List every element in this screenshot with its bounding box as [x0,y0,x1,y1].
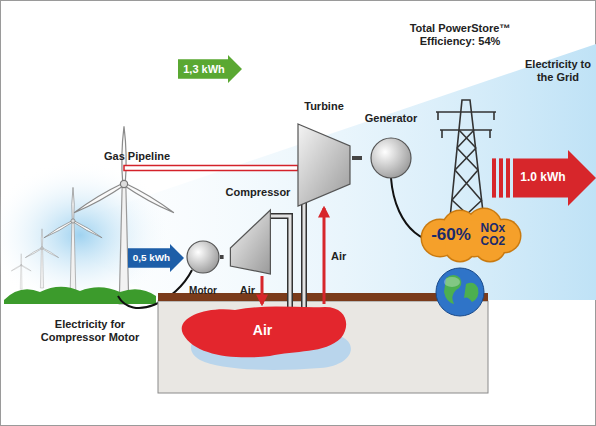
node-shape [296,100,352,208]
pipeline-label: Gas Pipeline [104,150,194,163]
motor-shape [187,241,219,273]
cavern-shape [182,307,346,358]
motor: Motor [186,240,220,296]
flow-label: Air [240,284,255,297]
turbine: Turbine [296,100,352,208]
generator-shape [371,138,411,178]
drive-shaft [220,255,224,259]
node-label: Air [253,323,272,338]
sky-glow [0,160,175,310]
arrow-shape [128,244,184,272]
globe [436,268,484,316]
arrow-stripe [506,158,510,197]
energy-arrow: 1,3 kWh [178,55,242,83]
generator: Generator [362,112,420,182]
source-label: Electricity for Compressor Motor [38,318,142,343]
efficiency-title: Total PowerStore™ Efficiency: 54% [404,22,516,47]
node-sublabel: NOx CO2 [477,222,509,248]
compressor-shape [230,210,270,274]
grid-label: Electricity to the Grid [522,58,594,83]
underground [158,301,488,393]
emission-cloud: -60% NOx CO2 [418,208,522,262]
grass [4,287,156,304]
air-flow-arrow [323,208,326,304]
node-label: -60% [431,226,471,245]
air-pipes [268,202,304,316]
node-label: Motor [189,285,217,296]
node-label: 0,5 kWh [133,253,170,264]
turbine-shape [298,124,350,206]
drive-shaft [352,156,362,160]
air-flow-arrow [261,276,264,304]
node-label: 1.0 kWh [520,171,565,184]
node-label: 1,3 kWh [183,63,225,75]
compressor: Compressor [224,186,293,276]
node-label: Generator [365,112,418,124]
gas-pipeline [124,166,298,171]
output-arrow: 1.0 kWh [492,150,596,206]
arrow-stripe [499,158,503,197]
arrow-shape [513,150,596,206]
node-label: Turbine [304,100,344,112]
arrow-stripe [492,158,496,197]
arrow-shape [178,55,242,83]
flow-label: Air [331,250,346,263]
node-shape [224,186,293,276]
node-label: Compressor [226,186,291,198]
input-arrow: 0,5 kWh [128,244,184,272]
air-cavern: Air [175,304,350,358]
